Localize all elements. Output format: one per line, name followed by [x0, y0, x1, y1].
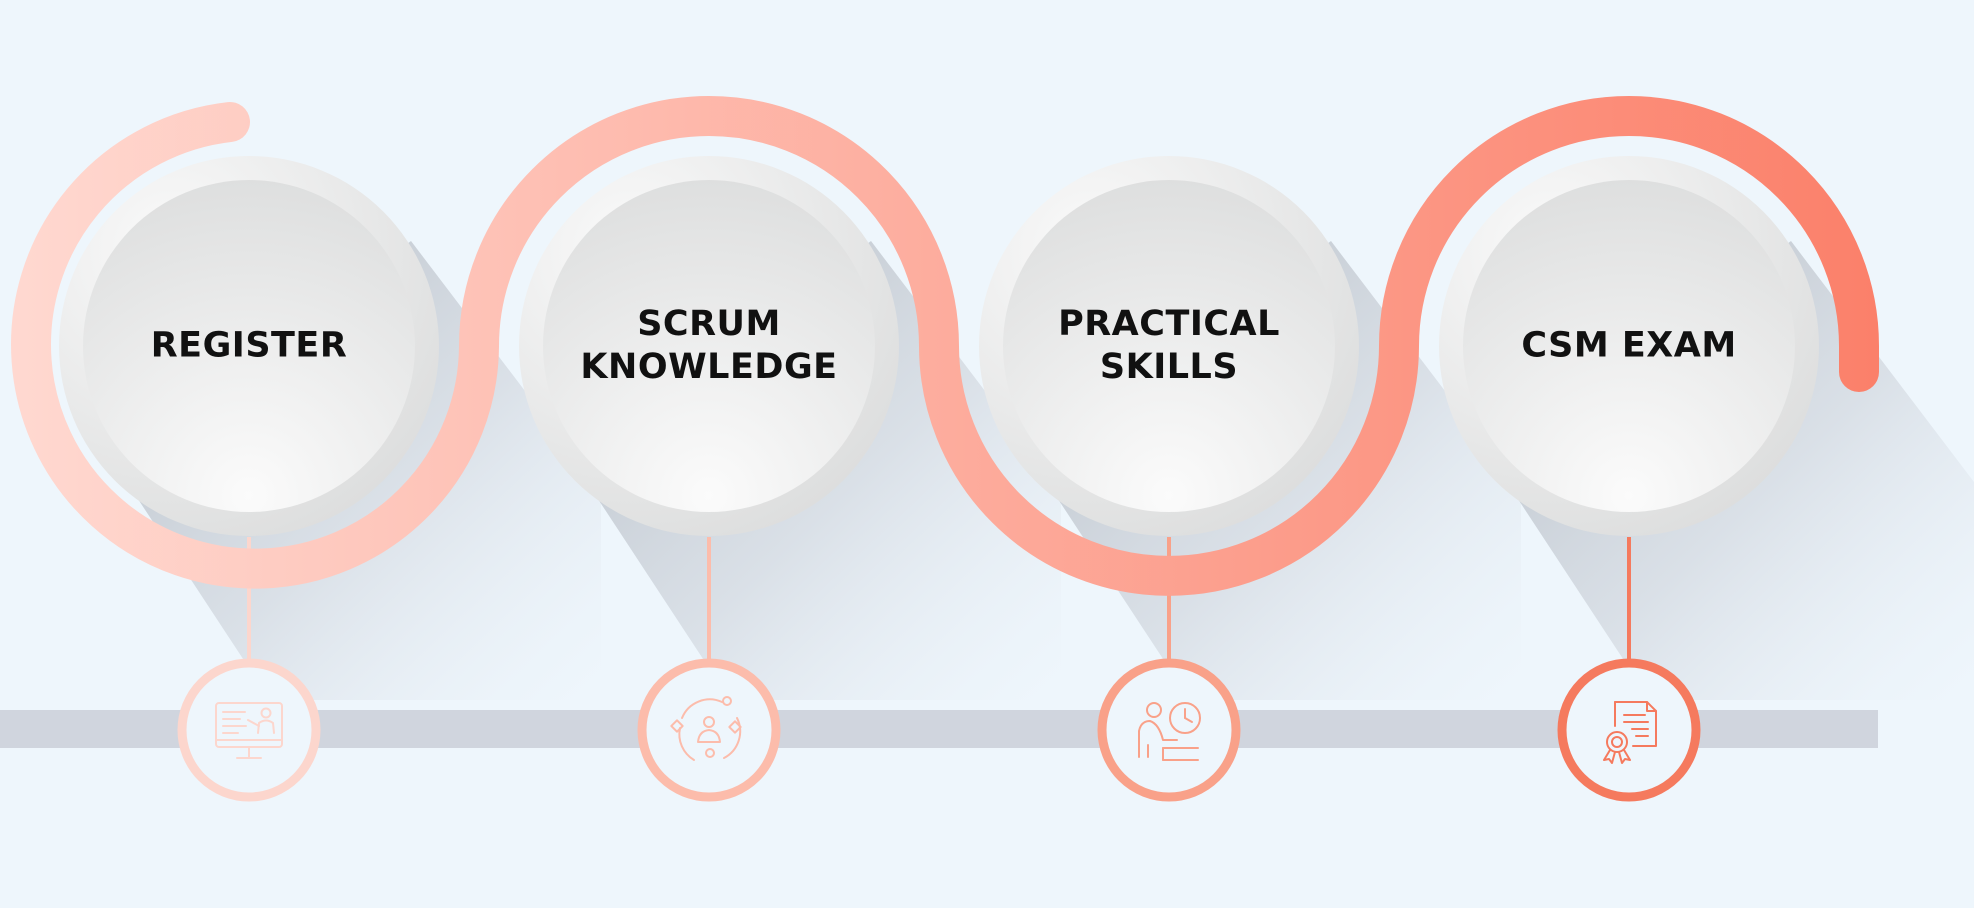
serpentine-ribbon — [11, 96, 1879, 596]
icon-ring-3 — [1097, 658, 1241, 802]
presentation-screen-icon — [215, 702, 283, 759]
team-cycle-icon — [670, 696, 742, 761]
step-circle-3 — [979, 156, 1359, 536]
icon-ring-4 — [1557, 658, 1701, 802]
icon-ring-1 — [177, 658, 321, 802]
step-label-register: REGISTER — [150, 325, 348, 366]
step-label-csm-exam: CSM EXAM — [1521, 325, 1737, 366]
step-circle-4 — [1439, 156, 1819, 536]
step-label-scrum-knowledge: SCRUM KNOWLEDGE — [580, 304, 838, 387]
step-circle-1 — [59, 156, 439, 536]
certificate-icon — [1603, 701, 1657, 764]
person-desk-clock-icon — [1138, 702, 1201, 761]
step-label-practical-skills: PRACTICAL SKILLS — [1058, 304, 1280, 387]
step-circle-2 — [519, 156, 899, 536]
